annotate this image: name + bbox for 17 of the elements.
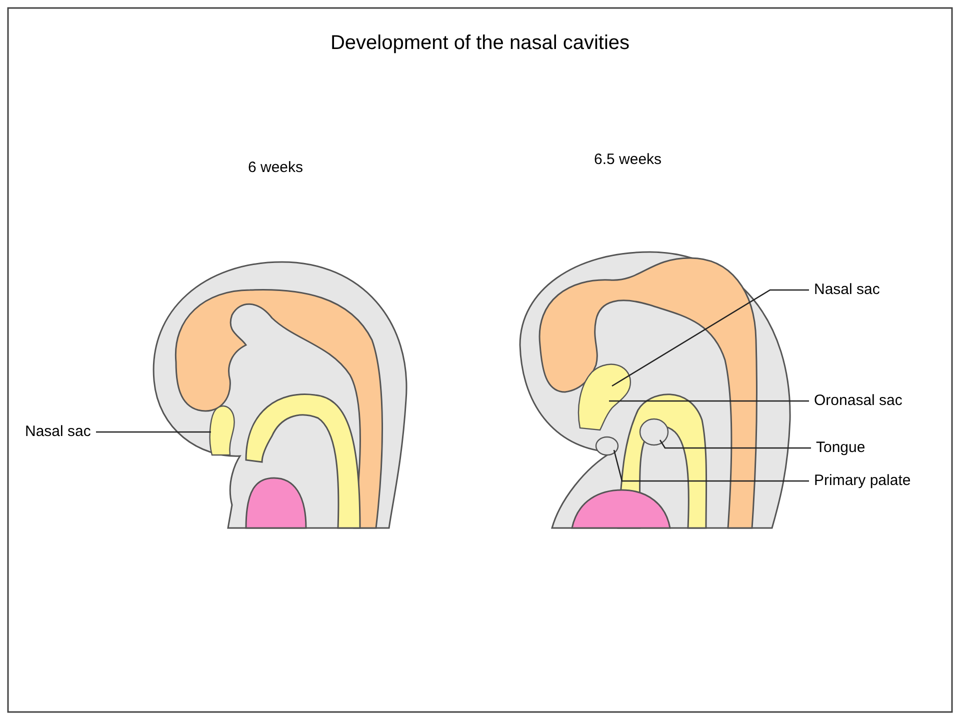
diagram-title: Development of the nasal cavities [330, 34, 630, 52]
part-label: Oronasal sac [814, 392, 902, 410]
nasal-sac-shape [209, 405, 235, 456]
leader-line [612, 289, 809, 387]
stage-label: 6 weeks [248, 159, 304, 177]
part-label: Nasal sac [814, 281, 880, 299]
leader-line [659, 440, 811, 449]
leader-line [609, 400, 809, 402]
part-label: Primary palate [814, 472, 911, 490]
stage-label: 6.5 weeks [594, 151, 662, 169]
leader-line [96, 431, 211, 433]
oronasal-sac-shape [578, 364, 632, 431]
part-label: Tongue [816, 439, 866, 457]
palate-shape [595, 436, 619, 456]
part-label: Nasal sac [25, 423, 91, 441]
tongue-shape [639, 418, 669, 446]
leader-line [613, 450, 809, 482]
